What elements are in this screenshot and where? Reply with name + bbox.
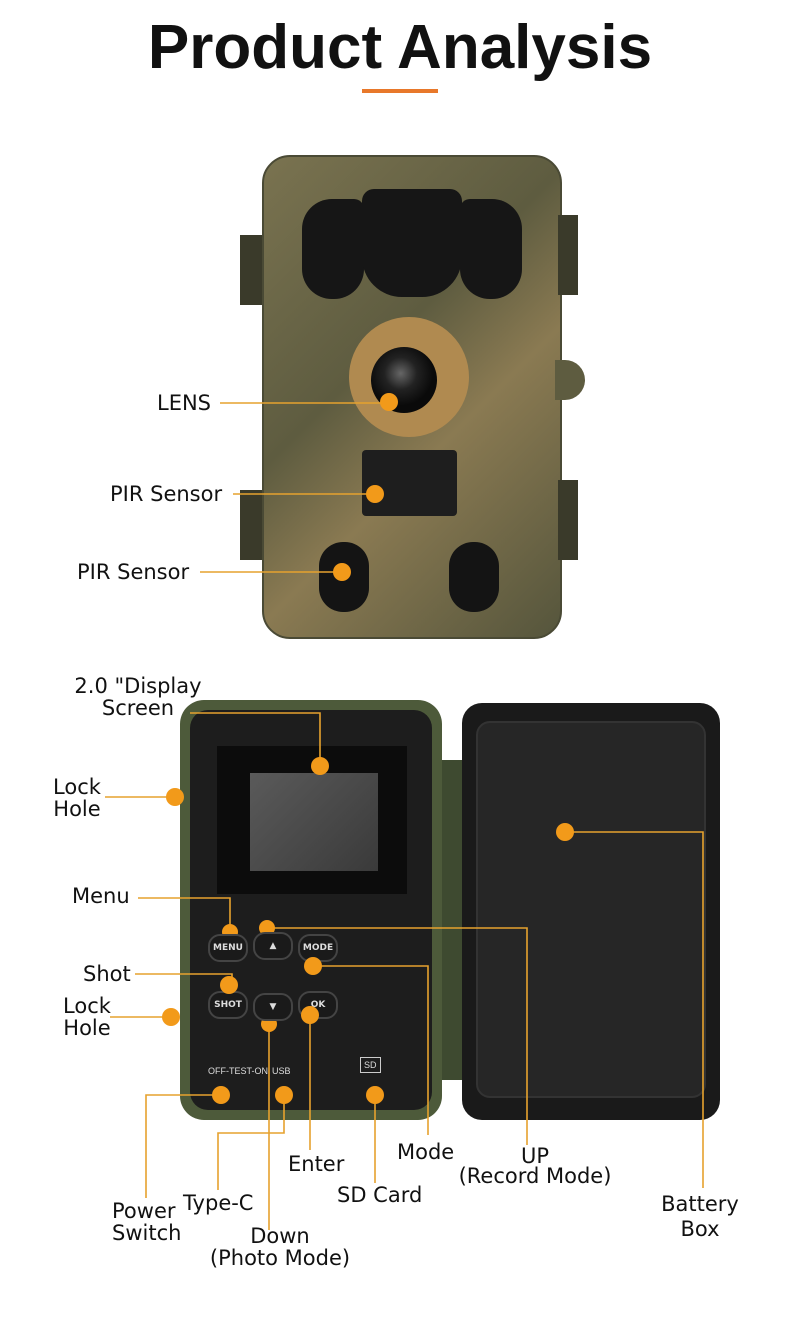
sd-icon: SD	[360, 1057, 381, 1073]
mode-button[interactable]: MODE	[298, 934, 338, 962]
label-mode: Mode	[397, 1140, 455, 1164]
front-side-latch	[240, 490, 262, 560]
front-side-latch	[240, 235, 262, 305]
usb-dot	[275, 1086, 293, 1104]
front-side-latch	[558, 215, 578, 295]
usb-label: USB	[272, 1066, 291, 1076]
label-display-line2: Screen	[101, 696, 175, 720]
label-type-c: Type-C	[183, 1191, 254, 1215]
pir-dot	[366, 485, 384, 503]
label-lock-line2: Hole	[53, 797, 101, 821]
label-lock-line1: Lock	[53, 775, 101, 799]
label-display-line1: 2.0 "Display	[74, 674, 202, 698]
shot-dot	[220, 976, 238, 994]
title-underline	[362, 89, 438, 93]
label-lock-line1: Lock	[63, 994, 111, 1018]
ir-led-center	[362, 189, 462, 297]
pir-sensor-main	[362, 450, 457, 516]
shot-button[interactable]: SHOT	[208, 991, 248, 1019]
battery-box	[476, 721, 706, 1098]
pir-sensor-right	[449, 542, 499, 612]
pir-dot	[333, 563, 351, 581]
up-button[interactable]: ▲	[253, 932, 293, 960]
camera-back-door	[462, 703, 720, 1120]
label-pir-sensor-2: PIR Sensor	[77, 560, 190, 584]
label-sd-card: SD Card	[337, 1183, 423, 1207]
power-dot	[212, 1086, 230, 1104]
label-down-line1: Down	[250, 1224, 310, 1248]
lock-hole-dot	[166, 788, 184, 806]
label-up: UP(Record Mode)	[458, 1144, 612, 1188]
label-shot: Shot	[83, 962, 131, 986]
label-menu: Menu	[72, 884, 130, 908]
label-up-line1: UP	[520, 1144, 550, 1168]
label-up-line2: (Record Mode)	[458, 1164, 612, 1188]
ir-led-left	[302, 199, 364, 299]
down-button[interactable]: ▼	[253, 993, 293, 1021]
menu-button[interactable]: MENU	[208, 934, 248, 962]
camera-front	[262, 155, 562, 639]
label-battery-line1: Battery	[661, 1192, 739, 1216]
display-screen	[250, 773, 378, 871]
lock-hole-dot	[162, 1008, 180, 1026]
ok-dot	[301, 1006, 319, 1024]
label-battery-line2: Box	[680, 1217, 720, 1241]
switch-label: OFF-TEST-ON	[208, 1066, 268, 1076]
sd-dot	[366, 1086, 384, 1104]
label-lock-line2: Hole	[63, 1016, 111, 1040]
label-down-line2: (Photo Mode)	[209, 1246, 351, 1270]
ir-led-right	[460, 199, 522, 299]
label-pir-sensor: PIR Sensor	[110, 482, 223, 506]
label-lens: LENS	[157, 391, 212, 415]
display-dot	[311, 757, 329, 775]
label-down: Down(Photo Mode)	[210, 1225, 350, 1269]
lens-dot	[380, 393, 398, 411]
label-power-line1: Power	[112, 1199, 176, 1223]
label-power-line2: Switch	[112, 1221, 182, 1245]
label-enter: Enter	[288, 1152, 345, 1176]
battery-dot	[556, 823, 574, 841]
page-title: Product Analysis	[147, 13, 653, 82]
front-side-latch	[558, 480, 578, 560]
mode-dot	[304, 957, 322, 975]
hinge	[442, 760, 462, 1080]
